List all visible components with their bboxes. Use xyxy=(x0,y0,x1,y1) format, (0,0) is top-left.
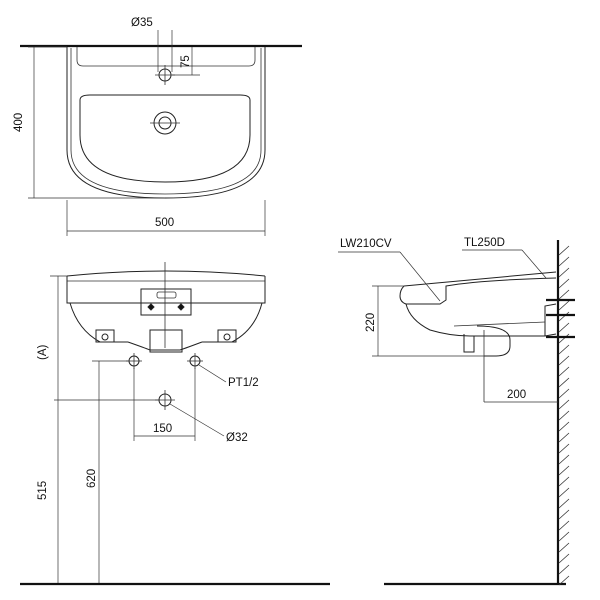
supply-thread-label: PT1/2 xyxy=(228,377,259,389)
front-bowl-underside xyxy=(69,302,263,343)
top-view: Ø35 75 400 500 xyxy=(13,17,302,236)
hatch-stroke xyxy=(558,421,570,432)
hatch-stroke xyxy=(558,322,570,333)
side-trap xyxy=(463,334,475,353)
hatch-stroke xyxy=(558,542,570,553)
hatch-stroke xyxy=(558,476,570,487)
hatch-stroke xyxy=(558,366,570,377)
hole-diameter-label: Ø35 xyxy=(131,17,153,29)
wall-hatching xyxy=(558,245,570,586)
drain-diameter-label: Ø32 xyxy=(226,432,248,444)
hatch-stroke xyxy=(558,454,570,465)
hatch-stroke xyxy=(558,410,570,421)
hatch-stroke xyxy=(558,278,570,289)
basin-height-label: 220 xyxy=(365,313,377,332)
hatch-stroke xyxy=(558,443,570,454)
hatch-stroke xyxy=(558,575,570,586)
hatch-stroke xyxy=(558,344,570,355)
depth-label: 400 xyxy=(13,113,25,132)
hatch-stroke xyxy=(558,256,570,267)
hatch-stroke xyxy=(558,509,570,520)
width-label: 500 xyxy=(155,217,174,229)
mount-height-label: (A) xyxy=(37,345,49,361)
side-bowl-profile xyxy=(405,303,557,337)
hatch-stroke xyxy=(558,289,570,300)
mount-bracket xyxy=(140,288,192,316)
hatch-stroke xyxy=(558,564,570,575)
floor-to-supply-label: 620 xyxy=(86,469,98,488)
hatch-stroke xyxy=(558,311,570,322)
hatch-stroke xyxy=(558,300,570,311)
front-basin-top xyxy=(66,270,266,277)
pedestal-model-label: TL250D xyxy=(464,237,505,249)
hatch-stroke xyxy=(558,267,570,278)
side-basin-profile xyxy=(399,277,557,305)
hole-offset-label: 75 xyxy=(180,55,192,68)
supply-spacing-label: 150 xyxy=(153,423,172,435)
hatch-stroke xyxy=(558,520,570,531)
top-bowl xyxy=(79,94,251,183)
hatch-stroke xyxy=(558,245,570,256)
front-trap xyxy=(149,329,183,353)
front-view: PT1/2 Ø32 150 (A) 515 620 xyxy=(37,262,266,583)
hatch-stroke xyxy=(558,487,570,498)
hatch-stroke xyxy=(558,531,570,542)
hatch-stroke xyxy=(558,333,570,344)
basin-model-label: LW210CV xyxy=(340,238,392,250)
hatch-stroke xyxy=(558,465,570,476)
hatch-stroke xyxy=(558,399,570,410)
floor-to-drain-label: 515 xyxy=(37,481,49,500)
front-basin-body xyxy=(66,276,266,304)
top-basin-inner-rim xyxy=(70,48,262,195)
top-basin-outline xyxy=(66,47,266,199)
hatch-stroke xyxy=(558,432,570,443)
side-view: LW210CV TL250D 220 200 xyxy=(338,237,575,586)
hatch-stroke xyxy=(558,553,570,564)
drain-projection-label: 200 xyxy=(507,389,526,401)
hatch-stroke xyxy=(558,355,570,366)
hatch-stroke xyxy=(558,498,570,509)
top-basin-rim xyxy=(76,47,256,67)
hatch-stroke xyxy=(558,388,570,399)
hatch-stroke xyxy=(558,377,570,388)
